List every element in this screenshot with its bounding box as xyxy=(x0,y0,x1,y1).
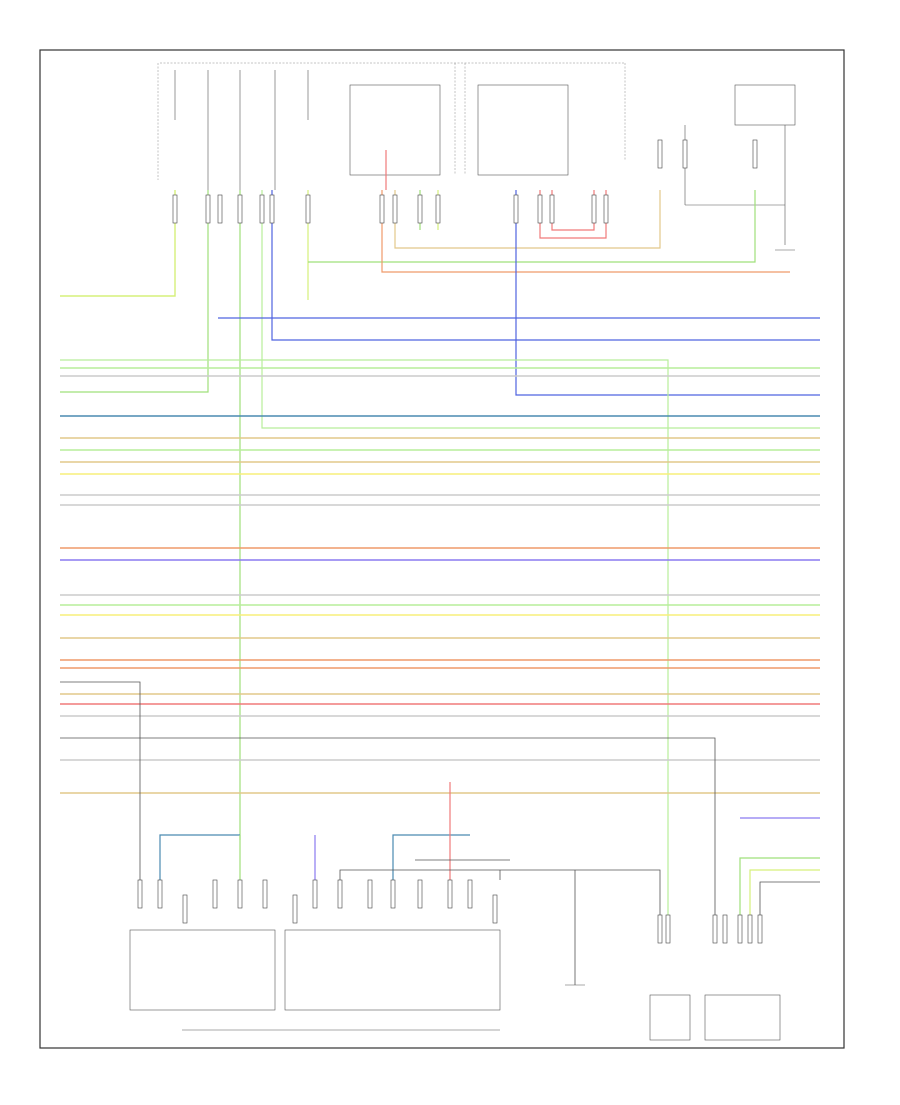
connector-pin-29 xyxy=(305,194,311,224)
connector-pin-36 xyxy=(549,194,555,224)
bottom-components xyxy=(129,929,781,1041)
lower-drops xyxy=(60,681,820,985)
connector-pin-5 xyxy=(237,879,243,909)
connector-pin-2 xyxy=(157,879,163,909)
right-top-switch xyxy=(734,84,796,126)
bottom-right-module-1 xyxy=(649,994,691,1041)
connector-pin-23 xyxy=(172,194,178,224)
connector-pin-33 xyxy=(435,194,441,224)
connector-pin-41 xyxy=(752,139,758,169)
connector-pin-26 xyxy=(237,194,243,224)
connector-pin-7 xyxy=(292,894,298,924)
connector-pin-11 xyxy=(390,879,396,909)
harness-lines xyxy=(60,367,820,794)
connector-pin-38 xyxy=(603,194,609,224)
connector-pin-12 xyxy=(417,879,423,909)
connector-pin-15 xyxy=(492,894,498,924)
bottom-module-a xyxy=(129,929,276,1011)
connector-pin-27 xyxy=(259,194,265,224)
bottom-right-module-2 xyxy=(704,994,781,1041)
connector-pin-22 xyxy=(757,914,763,944)
connector-pin-9 xyxy=(337,879,343,909)
connector-pin-16 xyxy=(657,914,663,944)
connector-pin-3 xyxy=(182,894,188,924)
relay-1 xyxy=(349,84,441,176)
connector-pin-40 xyxy=(682,139,688,169)
connector-pin-31 xyxy=(392,194,398,224)
connector-pin-6 xyxy=(262,879,268,909)
connector-pin-32 xyxy=(417,194,423,224)
connector-pin-30 xyxy=(379,194,385,224)
connector-pin-37 xyxy=(591,194,597,224)
relay-2 xyxy=(477,84,569,176)
connector-pin-34 xyxy=(513,194,519,224)
connector-pin-39 xyxy=(657,139,663,169)
connector-pin-10 xyxy=(367,879,373,909)
connector-pin-20 xyxy=(737,914,743,944)
connector-pin-13 xyxy=(447,879,453,909)
connector-pin-18 xyxy=(712,914,718,944)
connector-pin-24 xyxy=(205,194,211,224)
connector-pin-17 xyxy=(665,914,671,944)
connector-pin-1 xyxy=(137,879,143,909)
connector-pin-14 xyxy=(467,879,473,909)
connector-pin-4 xyxy=(212,879,218,909)
connector-pin-25 xyxy=(217,194,223,224)
bottom-module-b xyxy=(284,929,501,1011)
connector-pin-19 xyxy=(722,914,728,944)
connector-pin-21 xyxy=(747,914,753,944)
connector-pin-28 xyxy=(269,194,275,224)
top-drops xyxy=(60,150,820,915)
top-left-module xyxy=(157,63,309,190)
connector-group xyxy=(137,139,763,944)
connector-pin-35 xyxy=(537,194,543,224)
connector-pin-8 xyxy=(312,879,318,909)
diagram-frame xyxy=(39,49,845,1049)
